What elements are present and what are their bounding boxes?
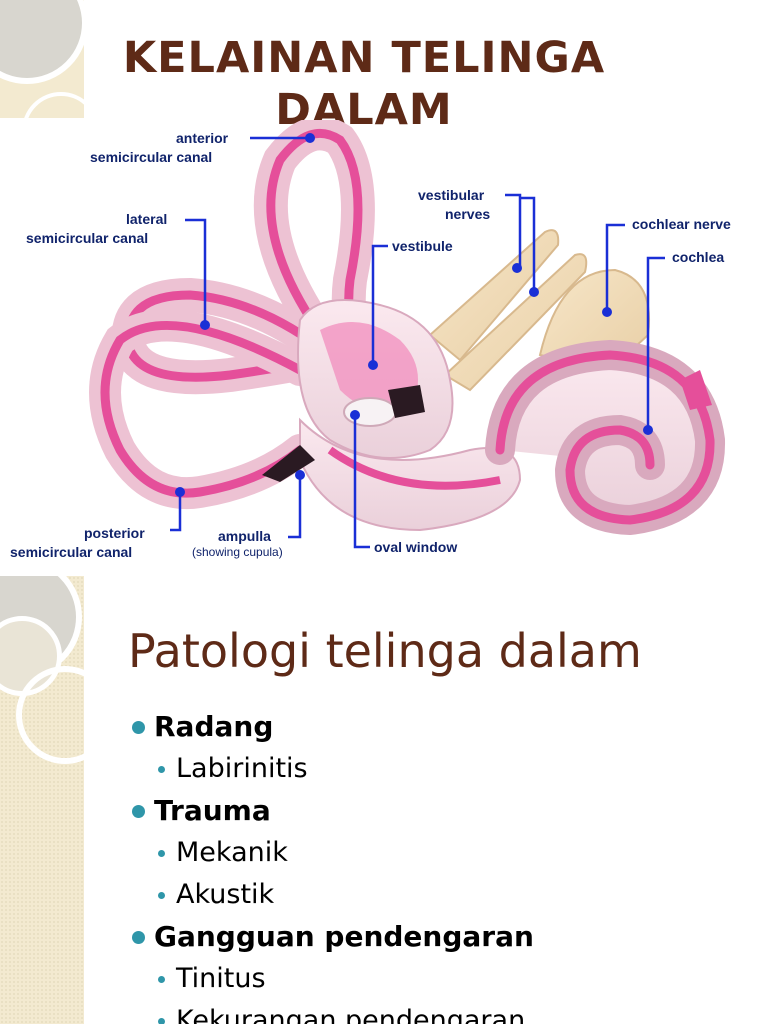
- bullet-icon: [132, 805, 145, 818]
- pointer-lines: [170, 136, 665, 549]
- list-subitem-label: Labirinitis: [176, 753, 308, 784]
- cochlea-shape: [485, 339, 726, 536]
- bullet-icon: [158, 892, 165, 899]
- bullet-icon: [158, 766, 165, 773]
- label-vestibule: vestibule: [392, 238, 453, 254]
- label-ampulla-note: (showing cupula): [192, 545, 283, 559]
- anterior-canal-shape: [253, 120, 377, 367]
- label-vestibular-1: vestibular: [418, 187, 485, 203]
- label-ampulla: ampulla: [218, 528, 271, 544]
- list-subitem: Tinitus: [130, 958, 750, 1000]
- slide-inner-ear-diagram: KELAINAN TELINGA DALAM: [0, 0, 732, 560]
- list-subitem-label: Tinitus: [176, 963, 266, 994]
- label-oval-window: oval window: [374, 539, 457, 555]
- label-anterior-2: semicircular canal: [90, 149, 212, 165]
- inner-ear-illustration: anterior semicircular canal lateral semi…: [10, 120, 731, 560]
- slide-patologi: Patologi telinga dalam Radang Labiriniti…: [0, 576, 768, 1024]
- list-item: Trauma: [130, 790, 750, 832]
- label-posterior-1: posterior: [84, 525, 145, 541]
- list-item-label: Trauma: [154, 794, 271, 827]
- bullet-icon: [158, 1018, 165, 1024]
- label-lateral-1: lateral: [126, 211, 167, 227]
- list-subitem: Mekanik: [130, 832, 750, 874]
- decor-circle: [22, 92, 84, 118]
- list-subitem: Akustik: [130, 874, 750, 916]
- slide-title: Patologi telinga dalam: [128, 624, 642, 678]
- bullet-icon: [132, 721, 145, 734]
- bullet-icon: [158, 850, 165, 857]
- title-line-1: KELAINAN TELINGA: [122, 33, 606, 83]
- label-vestibular-2: nerves: [445, 206, 490, 222]
- vestibular-nerves-shape: [428, 229, 588, 392]
- label-lateral-2: semicircular canal: [26, 230, 148, 246]
- label-cochlea: cochlea: [672, 249, 724, 265]
- pointer-dots: [175, 133, 653, 497]
- list-subitem-label: Mekanik: [176, 837, 288, 868]
- list-item-label: Radang: [154, 710, 274, 743]
- bullet-list: Radang Labirinitis Trauma Mekanik Akusti…: [130, 706, 750, 1024]
- list-item: Radang: [130, 706, 750, 748]
- label-cochlear-nerve: cochlear nerve: [632, 216, 731, 232]
- list-subitem: Kekurangan pendengaran: [130, 1000, 750, 1024]
- decor-circle: [16, 666, 114, 764]
- decor-circle: [0, 0, 84, 84]
- list-subitem-label: Kekurangan pendengaran: [176, 1005, 526, 1024]
- label-anterior-1: anterior: [176, 130, 229, 146]
- label-posterior-2: semicircular canal: [10, 544, 132, 560]
- bullet-icon: [132, 931, 145, 944]
- corner-decoration: [0, 0, 84, 118]
- list-subitem-label: Akustik: [176, 879, 275, 910]
- slide-title: KELAINAN TELINGA DALAM: [84, 32, 644, 136]
- bullet-icon: [158, 976, 165, 983]
- posterior-canal-shape: [89, 309, 316, 509]
- list-item: Gangguan pendengaran: [130, 916, 750, 958]
- list-subitem: Labirinitis: [130, 748, 750, 790]
- side-decoration: [0, 576, 114, 1024]
- list-item-label: Gangguan pendengaran: [154, 920, 534, 953]
